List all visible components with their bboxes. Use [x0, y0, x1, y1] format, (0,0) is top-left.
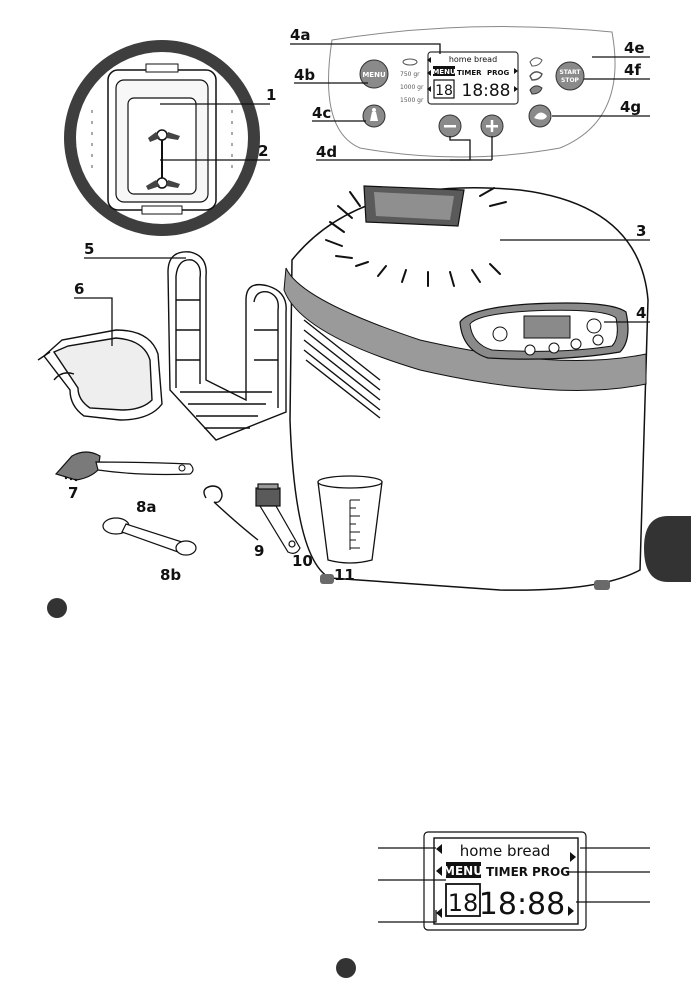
weight-750: 750 gr [400, 71, 420, 78]
lcd-detail: home bread MENU TIMER PROG 18 18:88 [424, 832, 586, 930]
panel-lcd-timer: TIMER [457, 69, 482, 77]
label-8b: 8b [160, 566, 181, 584]
label-4b: 4b [294, 66, 315, 84]
lcd-detail-timer: TIMER [486, 865, 528, 879]
body-control-panel [460, 303, 628, 359]
lcd-detail-program-digits: 18 [448, 889, 479, 917]
paddle-hook [56, 452, 193, 481]
leader-6 [74, 298, 112, 346]
body-button-crust[interactable] [593, 335, 603, 345]
minus-button[interactable] [439, 115, 461, 137]
paddle-tray [38, 330, 162, 420]
label-2: 2 [258, 142, 268, 160]
removal-stand [168, 252, 286, 440]
spoon-8b [176, 541, 196, 555]
label-5: 5 [84, 240, 94, 258]
body-button-menu[interactable] [493, 327, 507, 341]
body-button-plus[interactable] [571, 339, 581, 349]
weight-1000: 1000 gr [400, 84, 424, 91]
label-3: 3 [636, 222, 646, 240]
label-4a: 4a [290, 26, 311, 44]
label-4g: 4g [620, 98, 641, 116]
bullet-top [47, 598, 67, 618]
label-4d: 4d [316, 143, 337, 161]
menu-button[interactable]: MENU [360, 60, 388, 88]
minus-icon [444, 125, 456, 128]
body-button-start[interactable] [587, 319, 601, 333]
lcd-detail-brand: home bread [460, 842, 551, 860]
label-4f: 4f [624, 61, 641, 79]
foot-right [594, 580, 610, 590]
lcd-detail-menu: MENU [443, 864, 483, 878]
start-stop-label-2: STOP [561, 77, 580, 84]
lcd-detail-prog: PROG [532, 865, 570, 879]
label-11: 11 [334, 566, 355, 584]
bullet-bottom [336, 958, 356, 978]
panel-lcd-program-digits: 18 [435, 83, 453, 99]
body-lcd [524, 316, 570, 338]
label-6: 6 [74, 280, 84, 298]
label-1: 1 [266, 86, 276, 104]
panel-lcd-time-digits: 18:88 [462, 81, 511, 101]
foot-left [320, 574, 334, 584]
label-4c: 4c [312, 104, 331, 122]
label-9: 9 [254, 542, 264, 560]
panel-lcd-brand: home bread [449, 55, 497, 64]
weight-button[interactable] [363, 105, 385, 127]
label-8a: 8a [136, 498, 157, 516]
plus-button[interactable] [481, 115, 503, 137]
label-4e: 4e [624, 39, 645, 57]
body-button-weight[interactable] [525, 345, 535, 355]
label-4: 4 [636, 304, 646, 322]
start-stop-button[interactable]: START STOP [556, 62, 584, 90]
label-7: 7 [68, 484, 78, 502]
body-button-minus[interactable] [549, 343, 559, 353]
bread-pan-inset [64, 40, 260, 236]
section-tab [644, 516, 691, 582]
measuring-cup [318, 476, 382, 563]
panel-lcd: home bread MENU TIMER PROG 18 18:88 [427, 52, 518, 104]
crust-color-button[interactable] [529, 105, 551, 127]
weight-1500: 1500 gr [400, 97, 424, 104]
start-stop-label-1: START [559, 69, 581, 76]
hook [204, 486, 258, 540]
menu-button-label: MENU [362, 71, 386, 79]
lcd-detail-time-digits: 18:88 [479, 887, 565, 922]
label-10: 10 [292, 552, 313, 570]
panel-lcd-menu: MENU [432, 68, 456, 76]
panel-lcd-prog: PROG [487, 69, 509, 77]
measuring-spoon [103, 518, 196, 555]
